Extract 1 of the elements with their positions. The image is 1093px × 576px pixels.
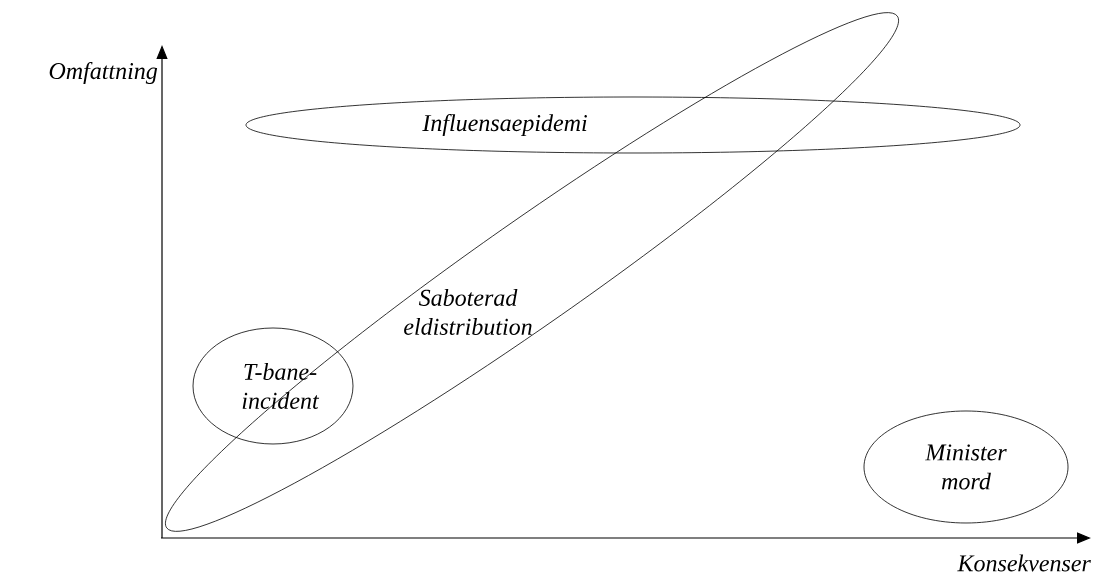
axis-label: Konsekvenser bbox=[957, 554, 1091, 572]
